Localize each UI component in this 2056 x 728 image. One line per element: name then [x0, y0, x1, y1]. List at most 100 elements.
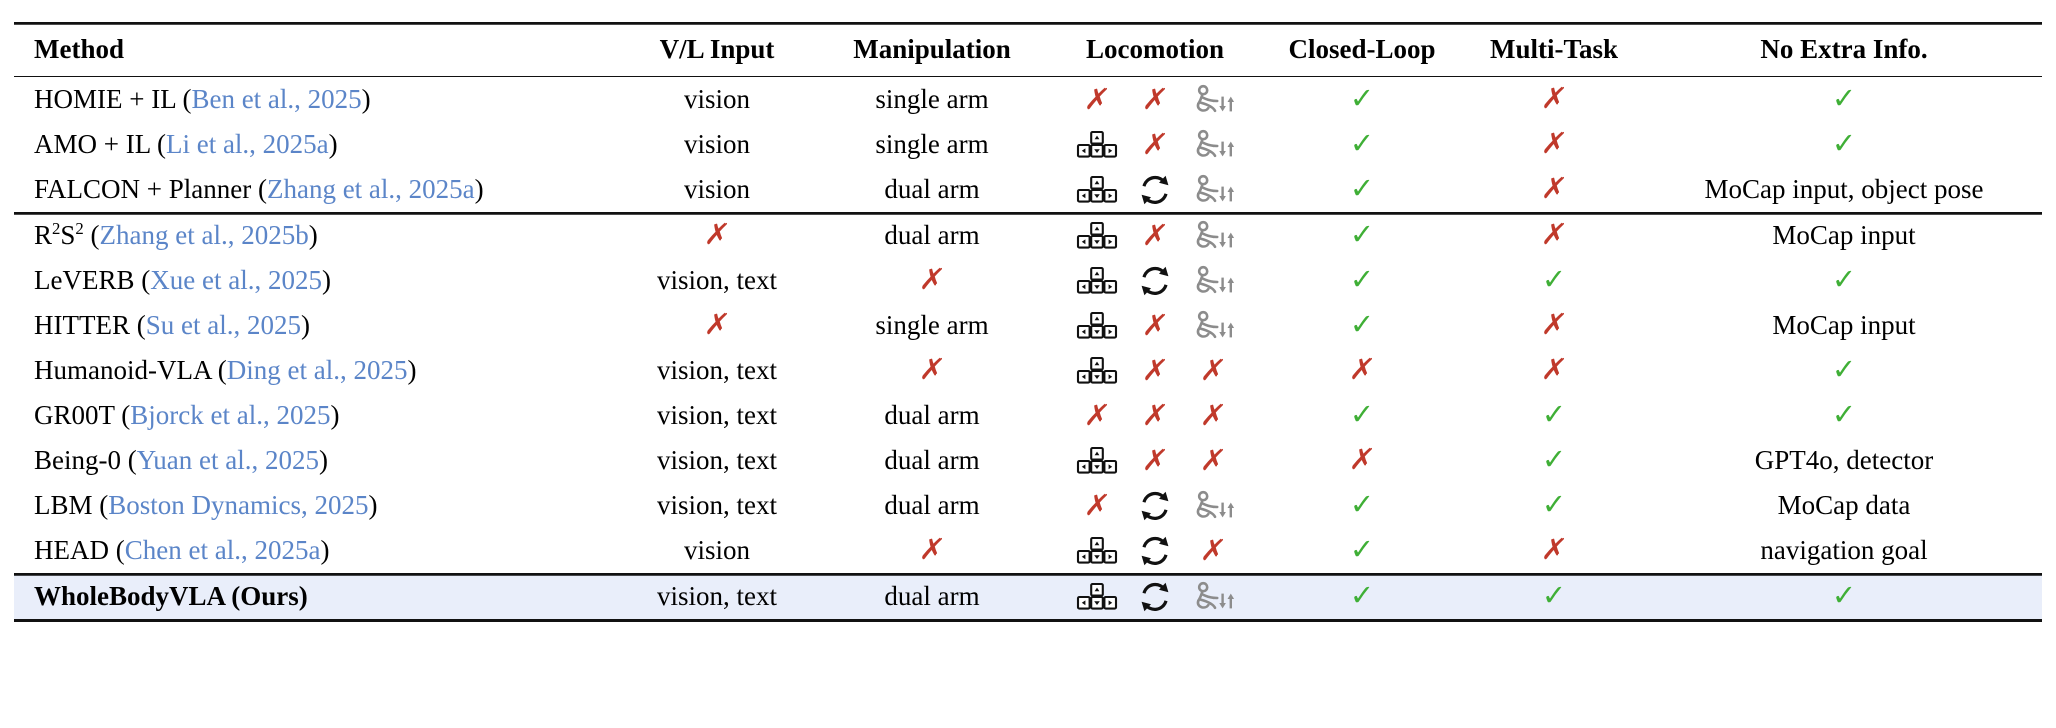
cell-manipulation: dual arm [816, 573, 1048, 622]
vl-input-text: vision [683, 173, 750, 204]
locomotion-icon-group [1052, 580, 1258, 614]
citation-link[interactable]: Su et al., 2025 [145, 309, 301, 340]
vl-input-text: vision, text [657, 489, 777, 520]
rotation-arrows-icon [1141, 266, 1169, 295]
locomotion-icon-group: ✗ [1052, 218, 1258, 253]
closed-loop-check-icon: ✓ [1349, 487, 1375, 522]
locomotion-slot-squat [1191, 264, 1235, 298]
column-header-multi-task: Multi-Task [1462, 22, 1646, 77]
cell-method: LBM (Boston Dynamics, 2025) [34, 489, 378, 520]
multi-task-check-icon: ✓ [1541, 442, 1567, 477]
method-name: HITTER [34, 309, 130, 340]
multi-task-cross-icon: ✗ [1539, 171, 1569, 206]
cell-method: LeVERB (Xue et al., 2025) [34, 264, 331, 295]
no-extra-info-text: MoCap input [1772, 309, 1916, 340]
cell-manipulation: dual arm [816, 393, 1048, 438]
locomotion-slot-arrow-keys [1075, 309, 1119, 343]
table-row: AMO + IL (Li et al., 2025a) vision singl… [14, 122, 2042, 167]
squat-height-icon [1196, 174, 1235, 202]
table-row: HOMIE + IL (Ben et al., 2025) vision sin… [14, 76, 2042, 122]
citation-link[interactable]: Ben et al., 2025 [191, 83, 362, 114]
locomotion-arrow_keys-cross-icon: ✗ [1082, 488, 1112, 522]
citation-link[interactable]: Boston Dynamics, 2025 [108, 489, 369, 520]
citation-link[interactable]: Xue et al., 2025 [150, 264, 322, 295]
locomotion-slot-squat [1191, 83, 1235, 117]
cell-manipulation: dual arm [816, 167, 1048, 213]
cell-manipulation: dual arm [816, 212, 1048, 258]
cell-no-extra-info: MoCap input [1646, 303, 2042, 348]
cell-manipulation: dual arm [816, 483, 1048, 528]
arrow-keys-icon [1076, 583, 1118, 610]
manipulation-text: single arm [875, 83, 989, 114]
locomotion-icon-group: ✗ [1052, 308, 1258, 343]
locomotion-slot-arrow-keys [1075, 580, 1119, 614]
arrow-keys-icon [1076, 131, 1118, 158]
locomotion-rotate-cross-icon: ✗ [1140, 443, 1170, 477]
citation-link[interactable]: Bjorck et al., 2025 [130, 399, 331, 430]
squat-height-icon [1196, 581, 1235, 609]
column-header-method: Method [14, 22, 618, 77]
no-extra-info-check-icon: ✓ [1831, 397, 1857, 432]
citation-link[interactable]: Ding et al., 2025 [226, 354, 408, 385]
cell-multi-task: ✗ [1462, 122, 1646, 167]
locomotion-slot-arrow-keys [1075, 264, 1119, 298]
manipulation-text: dual arm [884, 444, 980, 475]
cell-method: AMO + IL (Li et al., 2025a) [34, 128, 338, 159]
manipulation-text: dual arm [884, 399, 980, 430]
table-row: WholeBodyVLA (Ours) vision, text dual ar… [14, 573, 2042, 622]
locomotion-slot-arrow-keys: ✗ [1075, 82, 1119, 117]
cell-closed-loop: ✗ [1262, 438, 1462, 483]
table-row: GR00T (Bjorck et al., 2025) vision, text… [14, 393, 2042, 438]
cell-no-extra-info: ✓ [1646, 76, 2042, 122]
cell-closed-loop: ✓ [1262, 303, 1462, 348]
manipulation-text: dual arm [884, 173, 980, 204]
squat-height-icon [1196, 129, 1235, 157]
squat-height-icon [1196, 490, 1235, 518]
cell-manipulation: single arm [816, 76, 1048, 122]
cell-manipulation: single arm [816, 122, 1048, 167]
rotation-arrows-icon [1141, 175, 1169, 204]
table-body: HOMIE + IL (Ben et al., 2025) vision sin… [14, 76, 2042, 622]
no-extra-info-text: navigation goal [1760, 534, 1928, 565]
citation-link[interactable]: Zhang et al., 2025a [266, 173, 475, 204]
method-name: FALCON + Planner [34, 173, 252, 204]
cell-method: WholeBodyVLA (Ours) [14, 573, 618, 622]
multi-task-cross-icon: ✗ [1539, 352, 1569, 387]
cell-multi-task: ✗ [1462, 76, 1646, 122]
multi-task-check-icon: ✓ [1541, 578, 1567, 613]
locomotion-slot-rotate [1133, 489, 1177, 523]
locomotion-slot-arrow-keys [1075, 173, 1119, 207]
cell-locomotion: ✗ [1048, 528, 1262, 574]
closed-loop-check-icon: ✓ [1349, 171, 1375, 206]
locomotion-slot-rotate: ✗ [1133, 127, 1177, 162]
citation-link[interactable]: Li et al., 2025a [165, 128, 329, 159]
locomotion-slot-squat [1191, 173, 1235, 207]
closed-loop-check-icon: ✓ [1349, 532, 1375, 567]
cell-locomotion: ✗ [1048, 483, 1262, 528]
locomotion-slot-arrow-keys: ✗ [1075, 488, 1119, 523]
citation-link[interactable]: Zhang et al., 2025b [99, 219, 309, 250]
cell-method: Being-0 (Yuan et al., 2025) [34, 444, 328, 475]
multi-task-check-icon: ✓ [1541, 487, 1567, 522]
locomotion-squat-cross-icon: ✗ [1198, 533, 1228, 567]
cell-vl-input: vision, text [618, 348, 816, 393]
citation-link[interactable]: Chen et al., 2025a [124, 534, 321, 565]
locomotion-icon-group [1052, 264, 1258, 298]
locomotion-slot-arrow-keys [1075, 444, 1119, 478]
cell-vl-input: vision, text [618, 483, 816, 528]
locomotion-slot-rotate: ✗ [1133, 82, 1177, 117]
multi-task-cross-icon: ✗ [1539, 532, 1569, 567]
cell-locomotion: ✗ [1048, 212, 1262, 258]
cell-manipulation: ✗ [816, 348, 1048, 393]
locomotion-slot-rotate [1133, 580, 1177, 614]
citation-link[interactable]: Yuan et al., 2025 [136, 444, 319, 475]
arrow-keys-icon [1076, 176, 1118, 203]
vl-input-text: vision [683, 534, 750, 565]
closed-loop-cross-icon: ✗ [1347, 352, 1377, 387]
manipulation-text: single arm [875, 128, 989, 159]
column-header-locomotion: Locomotion [1048, 22, 1262, 77]
cell-closed-loop: ✓ [1262, 122, 1462, 167]
manipulation-cross-icon: ✗ [917, 352, 947, 387]
cell-closed-loop: ✓ [1262, 573, 1462, 622]
cell-method: HITTER (Su et al., 2025) [34, 309, 310, 340]
